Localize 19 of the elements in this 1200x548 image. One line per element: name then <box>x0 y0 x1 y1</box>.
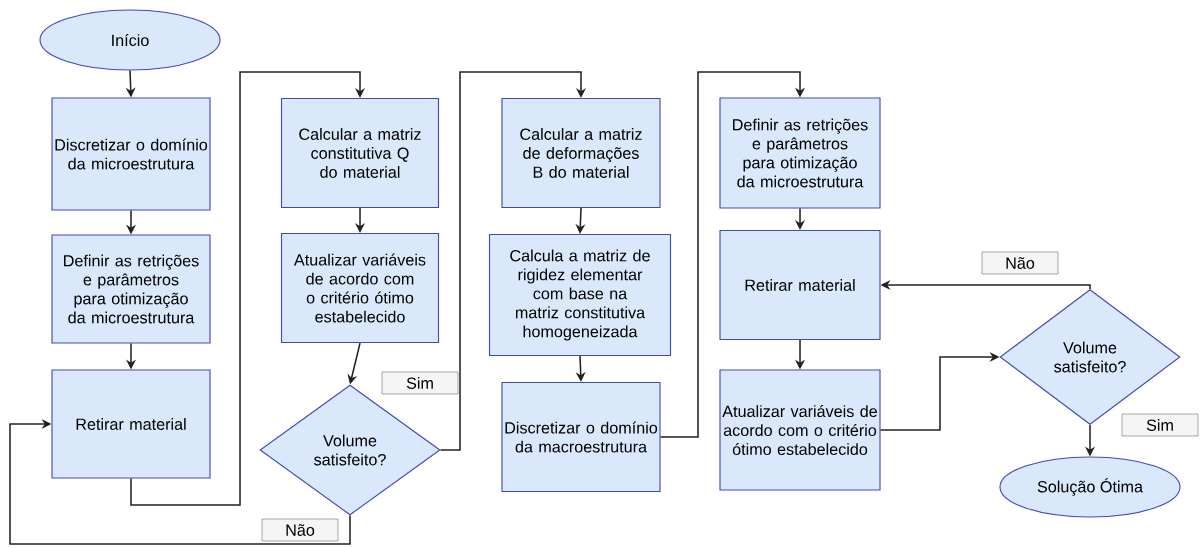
process-box: Definir as retrições e parâmetros para otimização da microestrutura <box>719 97 881 209</box>
process-box: Atualizar variáveis de acordo com o critério ótimo estabelecido <box>719 369 881 491</box>
process-box: Calcula a matriz de rigidez elementar com base na matriz constitutiva homogeneizada <box>488 233 672 357</box>
process-box: Discretizar o domínio da macroestrutura <box>501 381 661 493</box>
arrow <box>659 71 806 438</box>
arrow <box>439 71 587 451</box>
process-box: Calcular a matriz constitutiva Q do material <box>280 97 440 209</box>
edge-label: Não <box>981 251 1059 275</box>
process-box: Retirar material <box>719 229 881 341</box>
edge-label: Não <box>261 518 339 542</box>
process-box: Definir as retrições e parâmetros para otimização da microestrutura <box>51 234 211 344</box>
process-box: Calcular a matriz de deformações B do material <box>501 97 661 209</box>
arrow <box>9 418 351 545</box>
process-box: Atualizar variáveis de acordo com o critério ótimo estabelecido <box>280 232 440 344</box>
process-box: Discretizar o domínio da microestrutura <box>51 97 211 211</box>
process-box: Retirar material <box>51 369 211 479</box>
edge-label: Sim <box>381 371 459 395</box>
edge-label: Sim <box>1121 413 1199 437</box>
arrow <box>130 71 366 506</box>
